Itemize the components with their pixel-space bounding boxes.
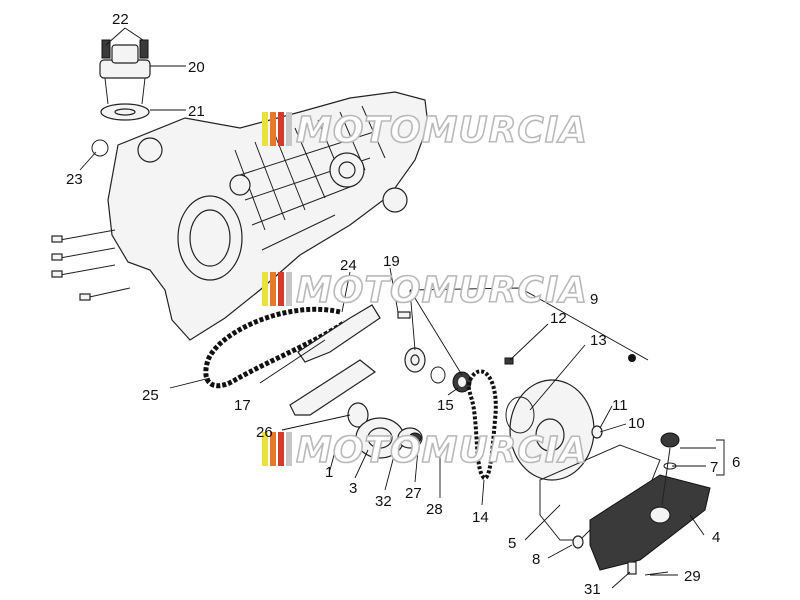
callout-32: 32 bbox=[375, 493, 392, 510]
watermark-top: MOTOMURCIA bbox=[262, 109, 588, 152]
watermark-text: MOTOMURCIA bbox=[296, 430, 588, 471]
watermark-text: MOTOMURCIA bbox=[296, 110, 588, 151]
callout-31: 31 bbox=[584, 581, 601, 598]
callout-7: 7 bbox=[710, 459, 718, 476]
callout-5: 5 bbox=[508, 535, 516, 552]
dipstick-icon bbox=[660, 432, 680, 506]
callout-13: 13 bbox=[590, 332, 607, 349]
callout-19: 19 bbox=[383, 253, 400, 270]
watermark-stripe bbox=[286, 112, 292, 146]
callout-26: 26 bbox=[256, 424, 273, 441]
callout-15: 15 bbox=[437, 397, 454, 414]
callout-10: 10 bbox=[628, 415, 645, 432]
watermark-stripe bbox=[278, 112, 284, 146]
watermark-stripe bbox=[262, 432, 268, 466]
callout-22: 22 bbox=[112, 11, 129, 28]
watermark-stripe bbox=[270, 432, 276, 466]
callout-9: 9 bbox=[590, 291, 598, 308]
callout-3: 3 bbox=[349, 480, 357, 497]
timing-chain-icon bbox=[203, 304, 381, 416]
callout-1: 1 bbox=[325, 464, 333, 481]
callout-28: 28 bbox=[426, 501, 443, 518]
watermark-stripe bbox=[278, 432, 284, 466]
watermark-stripe bbox=[286, 272, 292, 306]
callout-21: 21 bbox=[188, 103, 205, 120]
callout-23: 23 bbox=[66, 171, 83, 188]
leader-lines bbox=[79, 27, 725, 589]
watermark-stripe bbox=[278, 272, 284, 306]
watermark-stripe bbox=[286, 432, 292, 466]
callout-4: 4 bbox=[712, 529, 720, 546]
watermark-bottom: MOTOMURCIA bbox=[262, 429, 588, 472]
watermark-middle: MOTOMURCIA bbox=[262, 269, 588, 312]
watermark-stripe bbox=[262, 272, 268, 306]
callout-8: 8 bbox=[532, 551, 540, 568]
watermark-stripe bbox=[270, 272, 276, 306]
callout-11: 11 bbox=[612, 397, 628, 414]
callout-29: 29 bbox=[684, 568, 701, 585]
watermark-stripe bbox=[270, 112, 276, 146]
engine-crankcase-icon bbox=[51, 91, 429, 341]
oil-pump-icon bbox=[347, 311, 636, 481]
oil-sump-icon bbox=[539, 444, 711, 576]
callout-6: 6 bbox=[732, 454, 740, 471]
callout-27: 27 bbox=[405, 485, 422, 502]
callout-24: 24 bbox=[340, 257, 357, 274]
callout-labels: 22 20 21 23 24 19 9 12 13 25 17 15 11 10… bbox=[66, 11, 740, 598]
callout-20: 20 bbox=[188, 59, 205, 76]
callout-12: 12 bbox=[550, 310, 567, 327]
watermark-text: MOTOMURCIA bbox=[296, 270, 588, 311]
callout-17: 17 bbox=[234, 397, 251, 414]
callout-25: 25 bbox=[142, 387, 159, 404]
chain-tensioner-icon bbox=[91, 39, 151, 157]
callout-14: 14 bbox=[472, 509, 489, 526]
watermark-stripe bbox=[262, 112, 268, 146]
